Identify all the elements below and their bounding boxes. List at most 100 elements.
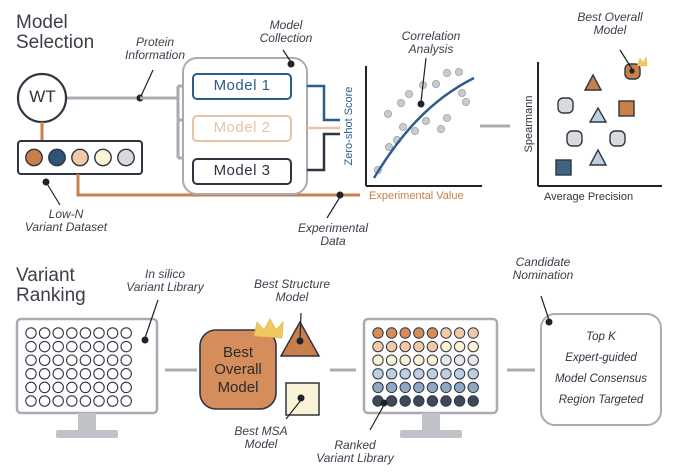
light-triangle-2 <box>588 148 608 166</box>
library-variant-circle <box>38 354 51 366</box>
scatter-point <box>461 98 470 107</box>
ranked-variant-circle <box>399 354 411 366</box>
scatter-point <box>396 99 405 108</box>
library-variant-circle <box>38 340 51 353</box>
structure-pointer <box>299 312 302 340</box>
ranked-variant-circle <box>372 368 384 380</box>
library-variant-circle <box>106 368 119 380</box>
correlation-curve <box>372 76 475 179</box>
ranked-variant-circle <box>453 327 466 339</box>
best-overall-box <box>199 329 277 410</box>
ranked-variant-circle <box>426 395 439 407</box>
library-variant-circle <box>66 354 78 366</box>
library-variant-circle <box>52 368 64 380</box>
ranked-variant-circle <box>426 354 439 366</box>
library-variant-circle <box>25 327 37 339</box>
model-2-box <box>192 115 292 142</box>
scatter-point <box>454 68 463 77</box>
library-variant-circle <box>93 327 105 339</box>
model-collection-pointer <box>282 49 292 63</box>
ranked-variant-circle <box>372 354 384 366</box>
ranked-variant-circle <box>453 381 466 394</box>
ranked-variant-circle <box>413 381 425 394</box>
library-variant-circle <box>25 381 37 394</box>
scatter-point <box>442 114 451 123</box>
library-variant-circle <box>120 395 132 407</box>
library-variant-circle <box>79 340 92 353</box>
scatter-point <box>436 125 445 134</box>
variant-dot <box>48 148 66 167</box>
wt-circle <box>16 72 68 124</box>
dataset-pointer <box>45 181 61 206</box>
ranked-variant-circle <box>385 327 398 339</box>
ranked-variant-circle <box>426 327 439 339</box>
ranked-variant-circle <box>467 381 479 394</box>
library-variant-circle <box>52 381 64 394</box>
ranked-variant-circle <box>440 327 452 339</box>
scatter-points <box>373 68 470 174</box>
msa-node <box>297 394 305 402</box>
scatter-point <box>431 80 440 89</box>
ranked-node <box>380 399 388 407</box>
ranked-variant-circle <box>426 368 439 380</box>
ranked-variant-circle <box>372 381 384 394</box>
model-collection-node <box>287 60 295 68</box>
model-1-box <box>192 73 292 100</box>
library-variant-circle <box>120 368 132 380</box>
library-variant-circle <box>79 368 92 380</box>
library-variant-circle <box>93 354 105 366</box>
protein-pointer <box>140 69 154 97</box>
candidate-pointer <box>540 295 550 321</box>
best-overall-node <box>629 68 635 74</box>
library-variant-circle <box>106 395 119 407</box>
library-variant-circle <box>120 340 132 353</box>
ranked-variant-circle <box>467 354 479 366</box>
library-variant-circle <box>38 368 51 380</box>
library-variant-circle <box>120 327 132 339</box>
scatter-point <box>383 110 392 119</box>
ranked-variant-circle <box>440 395 452 407</box>
ranked-variant-circle <box>426 340 439 353</box>
gray-rounded-square-2 <box>566 130 583 147</box>
library-variant-circle <box>106 381 119 394</box>
scatter-point <box>421 117 430 126</box>
library-variant-circle <box>52 395 64 407</box>
best-overall-pointer <box>619 49 633 70</box>
ranked-variant-circle <box>453 368 466 380</box>
library-variant-circle <box>106 327 119 339</box>
crown-icon <box>253 318 284 339</box>
gray-rounded-square-3 <box>609 130 626 147</box>
ranked-variant-circle <box>413 327 425 339</box>
correlation-pointer <box>420 57 427 103</box>
library-variant-circle <box>79 395 92 407</box>
ranked-variant-circle <box>413 395 425 407</box>
structure-node <box>296 337 304 345</box>
library-variant-circle <box>79 327 92 339</box>
library-variant-circle <box>106 354 119 366</box>
ranked-pointer <box>369 404 385 431</box>
ranked-variant-circle <box>467 368 479 380</box>
library-variant-circle <box>25 340 37 353</box>
library-variant-circle <box>52 327 64 339</box>
model-3-output <box>307 132 340 172</box>
ranked-variant-circle <box>440 368 452 380</box>
model-1-output <box>307 84 340 122</box>
ranked-variant-circle <box>440 340 452 353</box>
library-variant-circle <box>66 327 78 339</box>
ranked-variant-circle <box>399 327 411 339</box>
variant-dots <box>25 148 135 167</box>
ranked-variant-circle <box>413 354 425 366</box>
ranked-variant-circle <box>399 340 411 353</box>
in-silico-node <box>141 336 149 344</box>
variant-dot <box>71 148 89 167</box>
orange-square-1 <box>618 100 635 117</box>
ranked-variant-circle <box>440 381 452 394</box>
library-variant-circle <box>79 381 92 394</box>
library-variant-circle <box>120 381 132 394</box>
library-variant-circle <box>25 395 37 407</box>
library-variant-circle <box>106 340 119 353</box>
model-3-box <box>192 158 292 185</box>
library-variant-circle <box>52 340 64 353</box>
ranked-variant-circle <box>399 395 411 407</box>
ranked-variant-circle <box>440 354 452 366</box>
